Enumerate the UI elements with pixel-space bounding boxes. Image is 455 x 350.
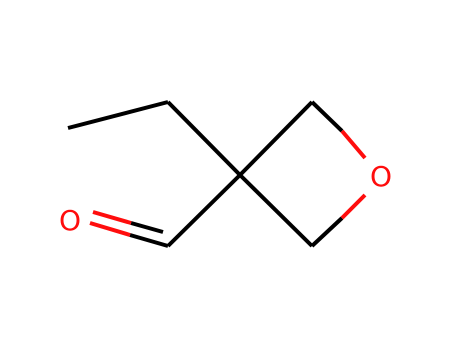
bond-c2-o-top-oxygen-half xyxy=(340,129,367,160)
bond-cho-double-outer-carbon-half xyxy=(129,233,169,248)
bond-c4-o-bottom-carbon-half xyxy=(310,216,344,248)
bond-c2-o-top-carbon-half xyxy=(310,100,344,133)
bond-ch2-quaternary-c xyxy=(166,100,242,177)
bond-c3-c4-bottom xyxy=(238,173,314,248)
atom-label-carbonyl-oxygen: O xyxy=(59,204,81,237)
bond-cho-double-outer-oxygen-half xyxy=(89,221,131,237)
atom-label-ring-oxygen: O xyxy=(370,160,392,193)
bond-cho-double-inner-carbon-half xyxy=(130,221,164,234)
bond-cho-double-inner-oxygen-half xyxy=(92,210,132,225)
bond-c3-cho-carbon xyxy=(166,173,242,248)
bond-ch3-ch2 xyxy=(67,100,169,130)
bond-c3-c2-top xyxy=(238,100,314,177)
bond-c4-o-bottom-oxygen-half xyxy=(340,193,367,220)
